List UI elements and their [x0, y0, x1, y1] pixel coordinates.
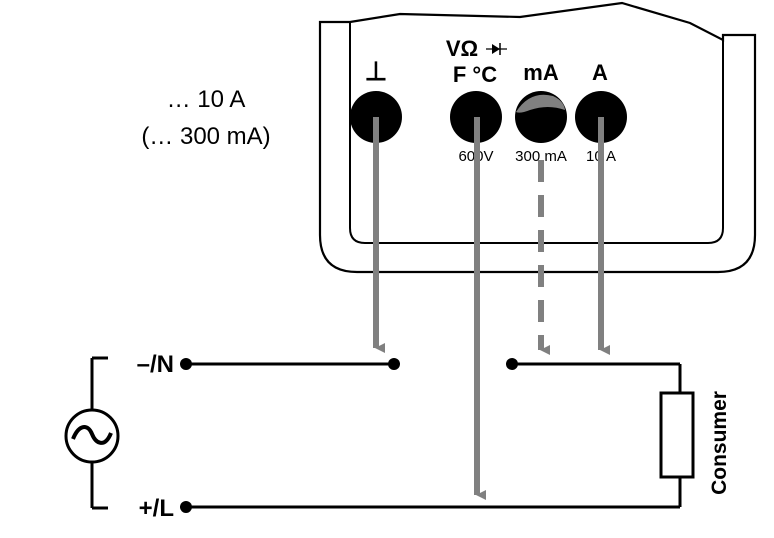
range-note-line1: … 10 A: [167, 86, 246, 113]
break-left-dot: [388, 358, 400, 370]
socket-a-label: A: [592, 60, 608, 85]
terminal-neutral-dot: [180, 358, 192, 370]
consumer-label: Consumer: [708, 391, 731, 495]
socket-ma-label: mA: [523, 60, 559, 85]
socket-ma-rating: 300 mA: [515, 148, 567, 165]
socket-com-label: ⊥: [365, 56, 388, 86]
socket-vohm-label-line2: F °C: [453, 62, 497, 87]
ac-source-icon: [64, 408, 120, 464]
diode-icon: [486, 43, 507, 55]
range-note-line2: (… 300 mA): [141, 123, 270, 150]
socket-vohm-label-line1: VΩ: [446, 36, 478, 61]
terminal-live-label: +/L: [139, 495, 174, 522]
consumer-resistor: [659, 391, 695, 479]
socket-ma-jack: [515, 91, 567, 143]
meter-housing: [318, 1, 757, 274]
circuit-wires: [90, 356, 682, 510]
probe-arrows: [373, 117, 610, 500]
break-right-dot: [506, 358, 518, 370]
terminal-neutral-label: –/N: [137, 351, 174, 378]
terminal-live-dot: [180, 501, 192, 513]
